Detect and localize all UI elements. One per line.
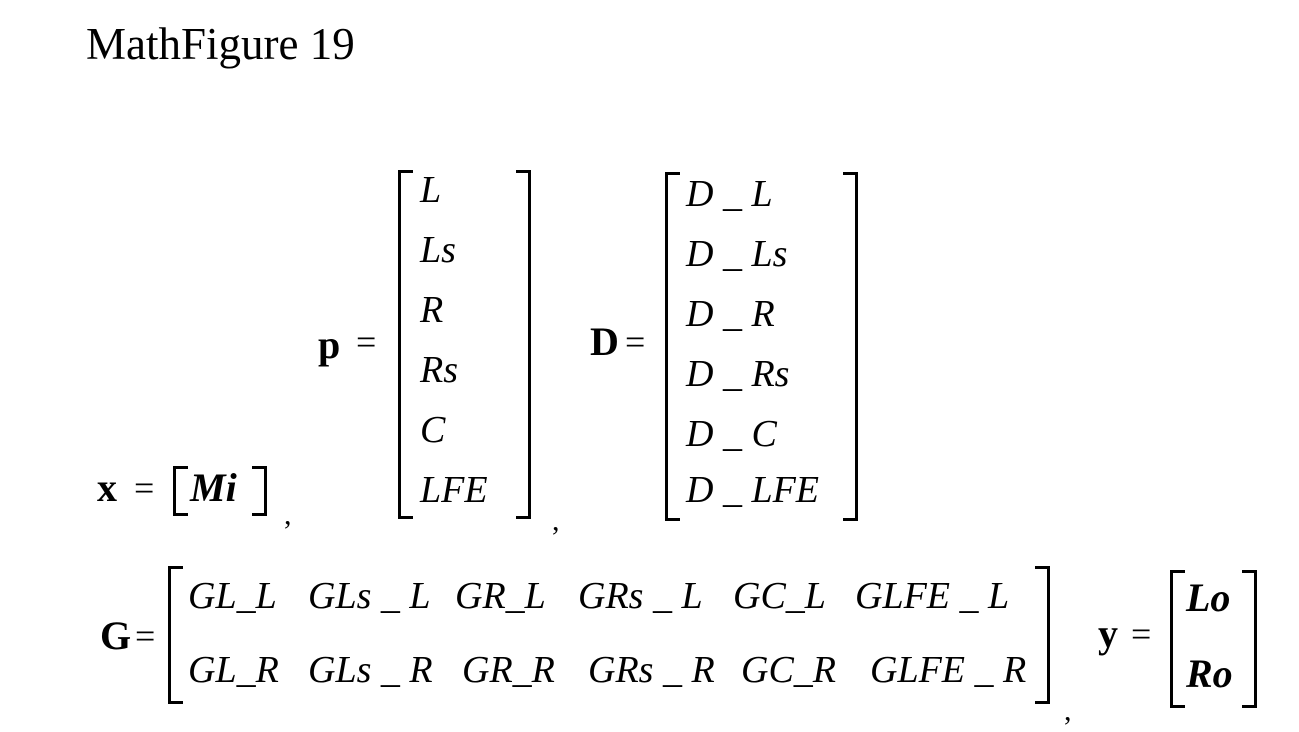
x-comma: , — [284, 500, 292, 530]
G-cell: GRs _ L — [578, 574, 703, 618]
G-left-bracket — [168, 566, 183, 704]
G-comma: , — [1064, 696, 1072, 726]
p-equals: = — [356, 322, 376, 362]
y-left-bracket — [1170, 570, 1185, 708]
p-comma: , — [552, 506, 560, 536]
x-equals: = — [134, 468, 154, 508]
D-entry: D _ Rs — [686, 352, 789, 396]
G-cell: GL_L — [188, 574, 277, 618]
D-symbol: D — [590, 320, 619, 364]
x-entry: Mi — [190, 466, 237, 510]
D-right-bracket — [843, 172, 858, 521]
G-cell: GLFE _ R — [870, 648, 1026, 692]
G-cell: GR_R — [462, 648, 555, 692]
G-cell: GLFE _ L — [855, 574, 1009, 618]
p-entry: Ls — [420, 228, 456, 272]
G-right-bracket — [1035, 566, 1050, 704]
D-entry: D _ R — [686, 292, 775, 336]
G-cell: GR_L — [455, 574, 546, 618]
p-entry: Rs — [420, 348, 458, 392]
G-cell: GC_L — [733, 574, 826, 618]
D-equals: = — [625, 322, 645, 362]
y-equals: = — [1131, 614, 1151, 654]
x-right-bracket — [252, 466, 267, 516]
G-cell: GRs _ R — [588, 648, 715, 692]
G-equals: = — [135, 616, 155, 656]
D-left-bracket — [665, 172, 680, 521]
p-left-bracket — [398, 170, 413, 519]
y-entry: Ro — [1186, 652, 1233, 696]
y-symbol: y — [1098, 612, 1118, 656]
D-entry: D _ C — [686, 412, 777, 456]
y-entry: Lo — [1186, 576, 1230, 620]
p-entry: L — [420, 168, 441, 212]
G-cell: GLs _ R — [308, 648, 433, 692]
y-right-bracket — [1242, 570, 1257, 708]
p-entry: LFE — [420, 468, 488, 512]
G-cell: GLs _ L — [308, 574, 431, 618]
D-entry: D _ LFE — [686, 468, 819, 512]
p-right-bracket — [516, 170, 531, 519]
p-symbol: p — [318, 323, 340, 367]
G-symbol: G — [100, 614, 131, 658]
G-cell: GC_R — [741, 648, 836, 692]
p-entry: C — [420, 408, 445, 452]
p-entry: R — [420, 288, 443, 332]
figure-title: MathFigure 19 — [86, 18, 355, 70]
x-left-bracket — [173, 466, 188, 516]
D-entry: D _ L — [686, 172, 773, 216]
G-cell: GL_R — [188, 648, 279, 692]
D-entry: D _ Ls — [686, 232, 787, 276]
x-symbol: x — [97, 466, 117, 510]
